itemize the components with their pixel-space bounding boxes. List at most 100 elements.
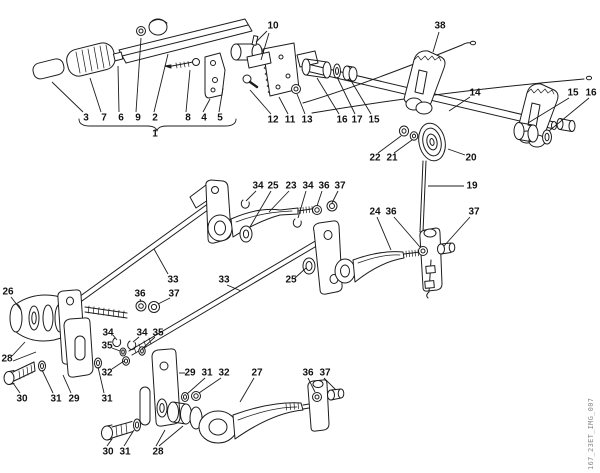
leader-line-32-44-0 [111,360,125,370]
nut-36 [418,246,428,256]
leader-line-3-0-0 [51,81,84,113]
pin-6 [112,51,124,62]
callout-29-49: 29 [184,368,196,379]
callout-31-56: 31 [119,447,131,458]
leader-line-16-13-0 [316,77,340,115]
bottom-link-group [101,348,345,444]
leader-line-10-9-1 [260,32,270,61]
callout-36-37: 36 [134,289,146,300]
callout-35-40: 35 [101,341,113,352]
figure-id-text: 167_23ET_IMG_007 [587,398,595,470]
callout-31-48: 31 [101,394,113,405]
upper-link-group [189,179,338,244]
callout-16-19: 16 [585,88,597,99]
leader-line-38-16-0 [432,31,440,53]
pin-37 [437,243,445,255]
leader-line-28-43-0 [11,341,26,357]
bolt-30 [101,425,113,441]
leader-line-36-53-0 [307,377,316,393]
nut-9 [136,26,146,36]
callout-12-10: 12 [267,115,279,126]
callout-19-23: 19 [466,181,478,192]
leader-line-9-3-0 [135,37,142,113]
washer-32 [122,356,130,366]
leader-line-29-47-0 [62,374,72,394]
leader-line-35-42-0 [141,336,156,350]
callout-34-41: 34 [136,328,148,339]
washer-35 [119,347,127,357]
callout-27-52: 27 [251,368,263,379]
callout-33-34: 33 [218,275,230,286]
callout-7-1: 7 [101,113,107,124]
leader-line-31-48-0 [97,366,105,394]
callout-36-53: 36 [302,368,314,379]
pulley [418,122,446,162]
leader-line-30-45-0 [12,382,21,394]
leader-line-6-2-0 [117,65,120,113]
callout-25-35: 25 [285,275,297,286]
right-link-group [302,220,456,299]
callout-10-9: 10 [267,21,279,32]
washer-17 [333,63,341,79]
leader-line-36-28-0 [316,190,323,207]
leader-line-11-11-0 [278,96,289,115]
leader-line-12-10-0 [249,89,272,115]
callout-17-14: 17 [351,115,363,126]
leader-line-16-19-0 [548,97,590,132]
trunnion-28 [156,398,168,418]
leader-line-34-39-0 [112,334,118,341]
leader-line-34-27-0 [297,190,307,219]
callout-3-0: 3 [83,113,89,124]
nut-36 [135,300,147,312]
callout-13-12: 13 [301,115,313,126]
leader-line-24-30-0 [376,216,392,251]
leader-line-13-12-0 [296,93,306,115]
callout-32-44: 32 [101,368,113,379]
leader-line-28-57-0 [155,429,166,447]
washer-31 [94,357,102,369]
callout-15-15: 15 [368,115,380,126]
nut-36 [312,392,322,402]
callout-14-17: 14 [469,88,481,99]
leader-line-36-31-0 [393,216,421,248]
leader-line-37-54-0 [323,377,337,391]
callout-31-50: 31 [201,368,213,379]
callout-37-54: 37 [319,368,331,379]
leader-line-37-38-0 [157,297,171,305]
leader-line-2-4-0 [153,53,169,113]
leader-line-5-7-0 [218,87,224,113]
leader-line-7-1-0 [89,77,102,113]
callout-16-13: 16 [336,115,348,126]
leader-line-31-50-0 [186,377,206,395]
nut-37 [148,301,160,313]
wire-hook [469,40,477,46]
callout-26-36: 26 [2,287,14,298]
callout-9-3: 9 [135,113,141,124]
left-trunnion-group [3,289,160,385]
callout-34-27: 34 [302,181,314,192]
leader-line-28-57-1 [158,425,184,447]
callout-22-20: 22 [369,153,381,164]
leader-line-33-34-0 [226,284,242,292]
leader-line-34-24-0 [245,190,257,202]
callout-2-4: 2 [152,113,158,124]
leader-line-15-15-0 [349,78,372,115]
leader-line-35-40-0 [111,347,121,352]
callout-34-39: 34 [102,328,114,339]
nut-32 [191,391,201,401]
leader-line-23-26-0 [268,190,290,213]
hand-lever-assembly [32,18,272,132]
callout-4-6: 4 [201,113,207,124]
leader-line-17-14-0 [336,76,356,115]
snap-ring-34 [127,340,137,351]
leader-line-37-32-0 [443,216,471,247]
link-arm-24 [352,251,405,283]
group-brace [78,118,237,132]
callout-30-55: 30 [102,447,114,458]
callout-29-47: 29 [68,394,80,405]
callout-31-46: 31 [50,394,62,405]
callout-34-24: 34 [252,181,264,192]
leader-line-15-18-0 [527,97,570,124]
washer-31 [133,418,141,432]
